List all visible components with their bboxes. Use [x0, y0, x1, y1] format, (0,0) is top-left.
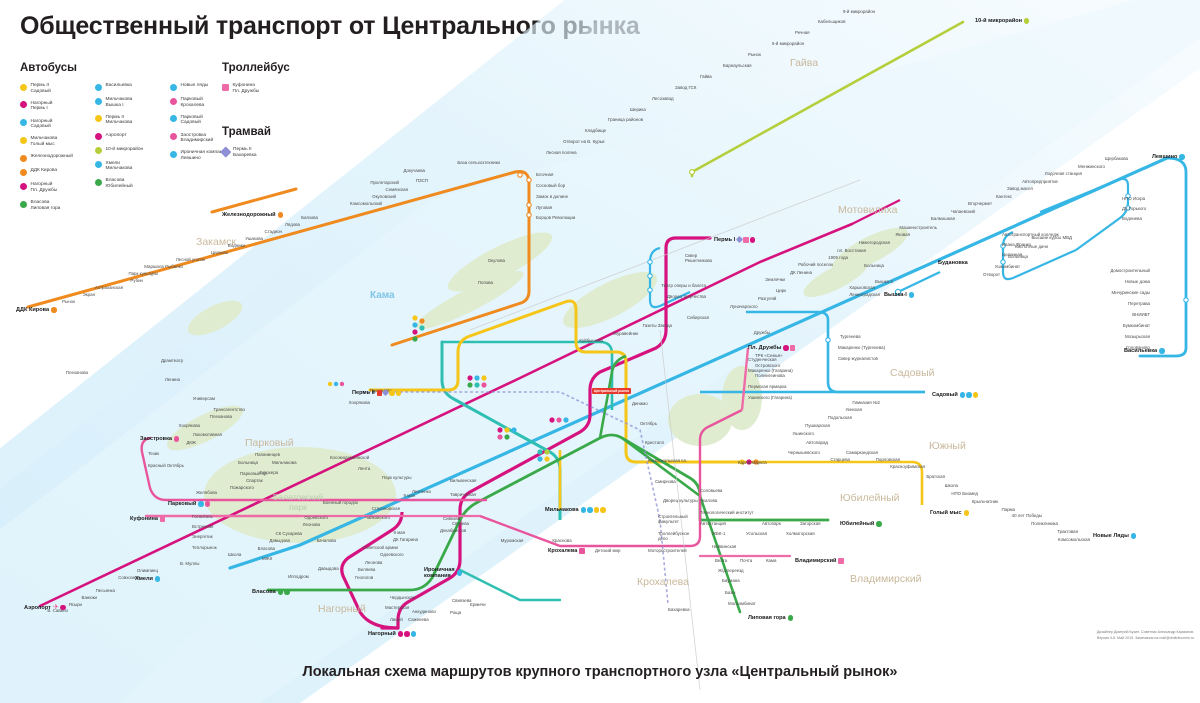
page-caption: Локальная схема маршрутов крупного транс…	[302, 664, 898, 680]
credits-text: Дизайнер Дмитрий Кузин. Советник Алексан…	[1096, 630, 1194, 640]
tram-diamond-icon	[220, 145, 232, 157]
route-color-dot-icon	[170, 133, 177, 141]
legend-item-bus[interactable]: Пермь II Садовый	[20, 83, 86, 94]
route-color-dot-icon	[20, 83, 27, 91]
route-color-dot-icon	[20, 101, 27, 109]
legend-item-bus[interactable]: Ироничная компания Левшино	[170, 150, 236, 161]
legend-item-label: Новые ляды	[180, 83, 209, 88]
legend-buses-heading: Автобусы	[20, 62, 78, 74]
legend-item-bus[interactable]: Хмели Мильчакова	[95, 161, 161, 172]
legend-item-label: Васильевка	[105, 83, 132, 88]
legend-tram-items: Пермь II Бахаревка	[220, 145, 312, 158]
station-dots	[517, 169, 1189, 343]
legend-item-bus[interactable]: Парковый Крохалева	[170, 97, 236, 108]
legend-item-label: ДДК Кирова	[30, 168, 58, 174]
legend-item-bus[interactable]: 10-й микрорайон	[95, 147, 161, 155]
legend-tram: Трамвай Пермь II Бахаревка	[220, 126, 312, 165]
route-color-dot-icon	[20, 182, 27, 190]
route-line-magenta-airport[interactable]	[38, 199, 901, 608]
route-line-cyan-sadovy[interactable]	[700, 310, 925, 394]
route-color-dot-icon	[20, 154, 27, 162]
route-color-dot-icon	[20, 136, 27, 144]
route-color-dot-icon	[20, 168, 27, 176]
legend-item-label: Куфонина Пл. Дружбы	[232, 83, 260, 94]
route-line-tram[interactable]	[362, 391, 669, 605]
legend-item-bus[interactable]: ДДК Кирова	[20, 168, 86, 176]
route-color-dot-icon	[95, 178, 102, 186]
legend-item-bus[interactable]: Парковый Садовый	[170, 115, 236, 126]
legend-item-label: Ироничная компания Левшино	[180, 150, 228, 162]
legend-item-label: Пермь II Мильчакова	[105, 114, 133, 126]
legend-item-label: Аэропорт	[105, 132, 127, 138]
route-line-pink[interactable]	[140, 347, 792, 558]
legend-item-bus[interactable]: Мильчакова Голый мыс	[20, 136, 86, 147]
route-line-magenta[interactable]	[340, 236, 712, 630]
route-color-dot-icon	[95, 147, 102, 155]
legend-item-bus[interactable]: Мильчакова Вышка I	[95, 97, 161, 108]
legend-trolleybus: Троллейбус Куфонина Пл. Дружбы	[222, 62, 312, 101]
route-line-yellow[interactable]	[368, 299, 924, 510]
legend-tram-heading: Трамвай	[222, 126, 271, 138]
legend-item-bus[interactable]: Власова Юбилейный	[95, 178, 161, 189]
legend-item-bus[interactable]: Васильевка	[95, 83, 161, 91]
railway-lines	[469, 179, 861, 691]
legend-item-tram[interactable]: Пермь II Бахаревка	[220, 145, 312, 158]
legend-item-bus[interactable]: Новые ляды	[170, 83, 236, 91]
legend-item-label: Железнодорожный	[30, 154, 73, 160]
route-color-dot-icon	[170, 83, 177, 91]
legend-item-label: Власова Липовая гора	[30, 200, 61, 211]
trolleybus-square-icon	[222, 83, 229, 91]
legend-item-bus[interactable]: Нагорный Садовый	[20, 119, 86, 130]
legend-item-label: Парковый Крохалева	[180, 97, 205, 108]
legend-item-label: Пермь II Садовый	[30, 83, 51, 94]
route-line-orange[interactable]	[26, 170, 531, 347]
legend-item-trolleybus[interactable]: Куфонина Пл. Дружбы	[222, 83, 312, 94]
route-color-dot-icon	[170, 115, 177, 123]
legend-item-bus[interactable]: Нагорный Пермь I	[20, 101, 86, 112]
legend-item-label: Нагорный Пл. Дружбы	[30, 182, 58, 193]
route-color-dot-icon	[95, 161, 102, 169]
interchange-clusters	[327, 315, 759, 465]
legend-item-bus[interactable]: Аэропорт	[95, 133, 161, 141]
legend-item-label: Нагорный Пермь I	[30, 100, 53, 112]
legend-item-label: Нагорный Садовый	[30, 118, 53, 130]
legend-item-label: Власова Юбилейный	[105, 178, 133, 190]
legend-item-label: Парковый Садовый	[180, 114, 203, 126]
route-color-dot-icon	[170, 150, 177, 158]
legend-item-label: Пермь II Бахаревка	[233, 147, 257, 158]
legend-item-bus[interactable]: Заостровка Владимирский	[170, 133, 236, 144]
route-color-dot-icon	[95, 115, 102, 123]
route-color-dot-icon	[95, 97, 102, 105]
route-color-dot-icon	[95, 133, 102, 141]
legend-trolleybus-items: Куфонина Пл. Дружбы	[222, 83, 312, 94]
route-color-dot-icon	[20, 119, 27, 127]
legend-item-bus[interactable]: Железнодорожный	[20, 154, 86, 162]
route-color-dot-icon	[170, 97, 177, 105]
legend-item-bus[interactable]: Пермь II Мильчакова	[95, 115, 161, 126]
legend-item-label: 10-й микрорайон	[105, 146, 144, 152]
legend-item-label: Мильчакова Голый мыс	[30, 136, 58, 148]
route-line-cyan-vyshka[interactable]	[648, 246, 941, 309]
legend-trolleybus-heading: Троллейбус	[222, 62, 290, 74]
legend-item-label: Хмели Мильчакова	[105, 160, 133, 172]
legend-item-label: Мильчакова Вышка I	[105, 97, 133, 108]
legend-item-bus[interactable]: Власова Липовая гора	[20, 200, 86, 211]
route-color-dot-icon	[95, 83, 102, 91]
route-color-dot-icon	[20, 200, 27, 208]
legend-item-bus[interactable]: Нагорный Пл. Дружбы	[20, 182, 86, 193]
legend-item-label: Заостровка Владимирский	[180, 132, 214, 144]
